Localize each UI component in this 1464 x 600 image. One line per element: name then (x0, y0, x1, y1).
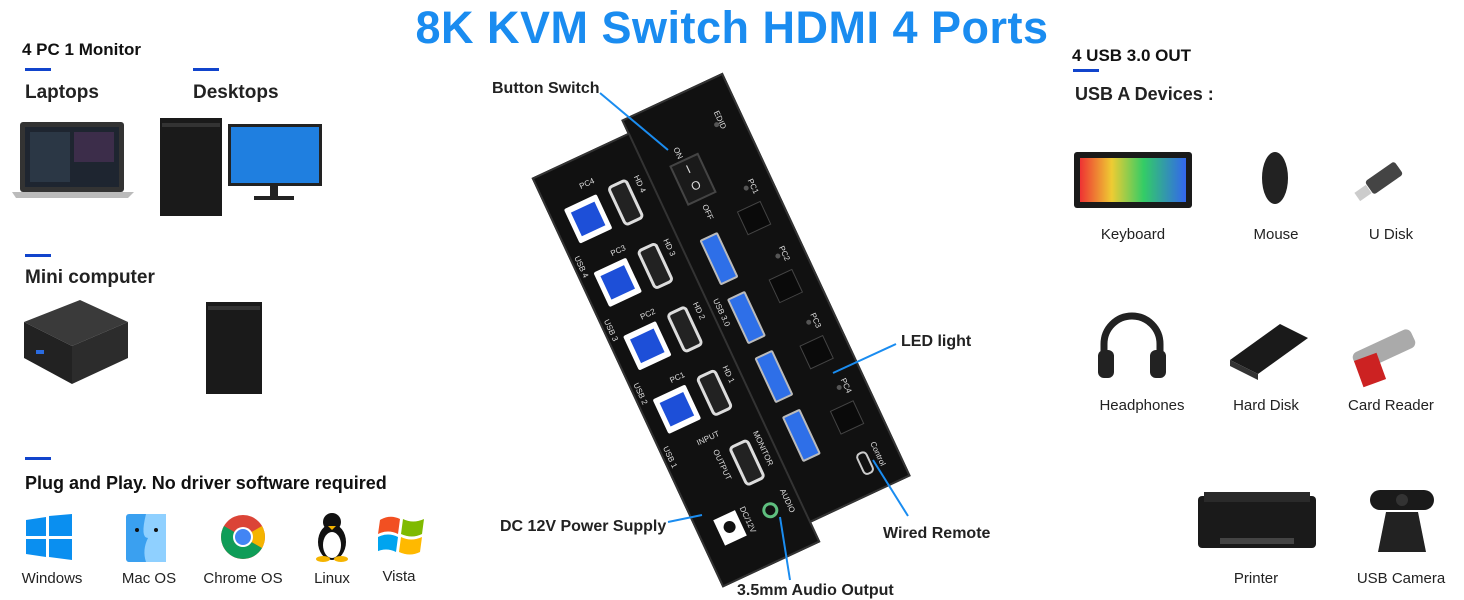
usb-camera-icon (1370, 490, 1434, 552)
divider (25, 68, 51, 71)
device-label: Mouse (1253, 226, 1299, 243)
row1-device-images (1074, 152, 1403, 208)
device-label: Headphones (1099, 397, 1185, 414)
laptop-desktop-image (12, 118, 322, 216)
right-subheading: USB A Devices : (1075, 84, 1214, 104)
hard-disk-icon (1230, 324, 1308, 380)
windows-logo-icon (26, 514, 72, 565)
divider (193, 68, 219, 71)
os-label: Vista (382, 568, 416, 585)
row2-device-images (1098, 312, 1416, 388)
os-label: Chrome OS (203, 570, 283, 587)
headphones-icon (1098, 312, 1166, 378)
wired-remote-callout: Wired Remote (883, 525, 991, 542)
os-label: Linux (314, 570, 350, 587)
mini-computer-label: Mini computer (25, 267, 155, 288)
button-switch-callout: Button Switch (492, 80, 600, 97)
os-label: Mac OS (121, 570, 177, 587)
audio-output-callout: 3.5mm Audio Output (737, 582, 894, 599)
printer-icon (1198, 492, 1316, 548)
left-heading: 4 PC 1 Monitor (22, 40, 142, 59)
os-label: Windows (21, 570, 83, 587)
device-label: USB Camera (1356, 570, 1446, 587)
mac-finder-icon (126, 514, 166, 567)
divider (25, 457, 51, 460)
led-light-callout: LED light (901, 333, 972, 350)
mouse-icon (1262, 152, 1288, 204)
row3-device-images (1198, 490, 1434, 552)
keyboard-icon (1074, 152, 1192, 208)
divider (25, 254, 51, 257)
page-title: 8K KVM Switch HDMI 4 Ports (415, 2, 1049, 53)
plug-and-play-text: Plug and Play. No driver software requir… (25, 473, 387, 493)
right-heading: 4 USB 3.0 OUT (1072, 46, 1192, 65)
windows-vista-icon (376, 514, 426, 561)
chrome-logo-icon (220, 514, 266, 565)
mini-computer-image (24, 300, 262, 394)
device-label: U Disk (1368, 226, 1414, 243)
device-label: Printer (1233, 570, 1279, 587)
linux-tux-icon (314, 512, 350, 567)
dc-power-callout: DC 12V Power Supply (500, 518, 667, 535)
divider (1073, 69, 1099, 72)
device-label: Card Reader (1348, 397, 1434, 414)
device-label: Hard Disk (1233, 397, 1299, 414)
device-label: Keyboard (1100, 226, 1166, 243)
desktops-label: Desktops (193, 82, 279, 103)
laptops-label: Laptops (25, 82, 99, 103)
usb-disk-icon (1354, 162, 1403, 202)
card-reader-icon (1352, 329, 1416, 388)
